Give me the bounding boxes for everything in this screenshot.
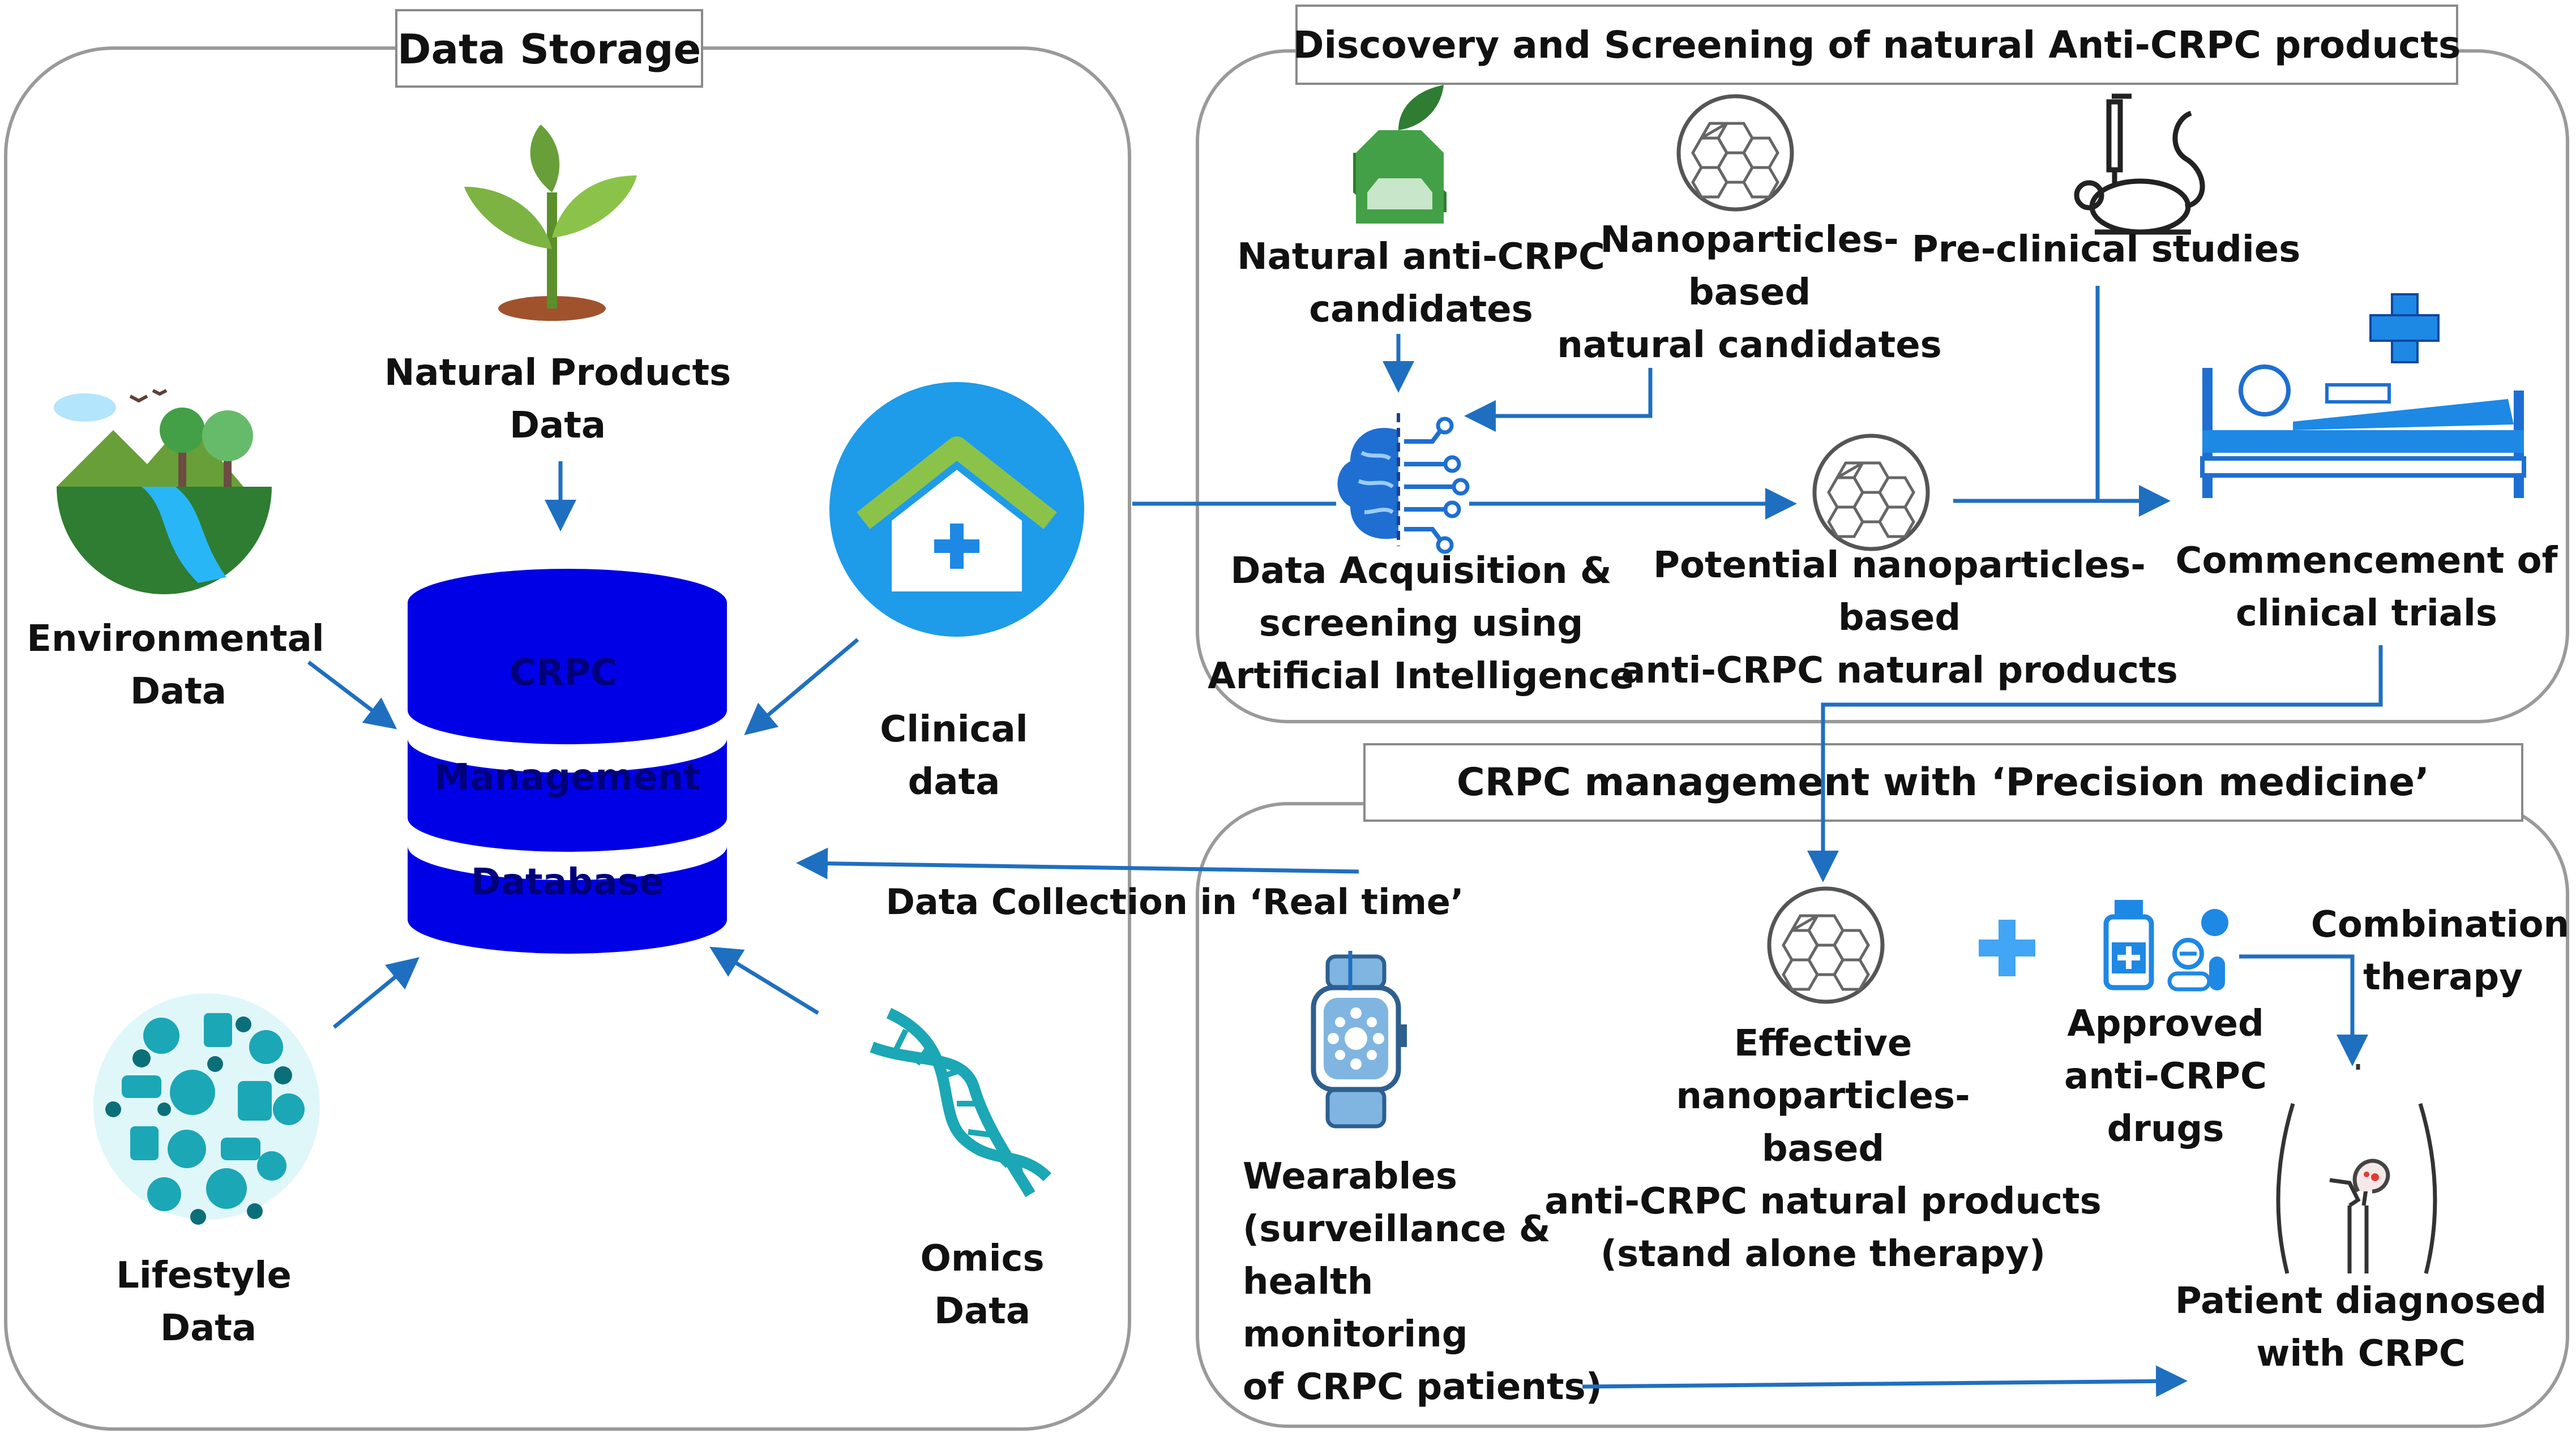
nano-candidates-label-3: natural candidates [1557, 324, 1941, 366]
natural-products-label-2: Data [510, 405, 606, 447]
flask-leaf-icon [1353, 85, 1447, 224]
approved-drugs-label-3: drugs [2107, 1108, 2224, 1150]
lifestyle-label-2: Data [160, 1307, 256, 1349]
approved-drugs-label-1: Approved [2067, 1003, 2264, 1045]
nano-candidates-label-2: based [1688, 272, 1811, 314]
patient-label-2: with CRPC [2256, 1333, 2466, 1375]
patient-icon [2276, 1064, 2437, 1274]
wearables-label-1: Wearables [1243, 1156, 1457, 1198]
storage-title: Data Storage [397, 25, 701, 73]
patient-label-1: Patient diagnosed [2175, 1280, 2547, 1322]
preclinical-label: Pre-clinical studies [1912, 229, 2301, 271]
dna-icon [870, 1007, 1052, 1198]
clinical-label-2: data [908, 761, 1000, 803]
discovery-title-box: Discovery and Screening of natural Anti-… [1293, 5, 2461, 85]
wearables-label-5: of CRPC patients) [1243, 1366, 1602, 1408]
omics-label-1: Omics [920, 1238, 1044, 1280]
discovery-arrows [1383, 286, 2383, 882]
database-label-management: Management [434, 757, 700, 799]
natural-products-label-1: Natural Products [384, 352, 731, 394]
nano-candidates-label-1: Nanoparticles- [1600, 219, 1898, 261]
clinical-trials-label-1: Commencement of [2176, 540, 2558, 582]
storage-title-box: Data Storage [395, 9, 703, 88]
effective-products-label-2: nanoparticles- [1676, 1075, 1970, 1117]
nanoparticle-icon-middle [1815, 436, 1928, 549]
combination-label-2: therapy [2363, 956, 2523, 998]
natural-candidates-label-1: Natural anti-CRPC [1237, 236, 1605, 278]
drugs-icon [2103, 900, 2228, 992]
management-arrows [1348, 951, 2368, 1397]
environmental-label-1: Environmental [27, 618, 324, 660]
ai-screening-label-1: Data Acquisition & [1230, 550, 1611, 592]
storage-arrows [307, 461, 1359, 1029]
effective-products-label-1: Effective [1734, 1023, 1912, 1065]
effective-products-label-5: (stand alone therapy) [1601, 1233, 2046, 1275]
plus-icon-bottom [1979, 920, 2035, 976]
discovery-title: Discovery and Screening of natural Anti-… [1293, 23, 2461, 67]
approved-drugs-label-2: anti-CRPC [2064, 1056, 2267, 1097]
nanoparticle-icon-bottom [1769, 889, 1882, 1002]
effective-products-label-4: anti-CRPC natural products [1544, 1181, 2101, 1222]
environment-icon [54, 389, 272, 594]
effective-products-label-3: based [1762, 1128, 1884, 1170]
wearables-label-4: monitoring [1243, 1314, 1468, 1356]
omics-label-2: Data [934, 1290, 1030, 1332]
nanoparticle-icon-top [1679, 96, 1792, 209]
lab-mouse-icon [2074, 93, 2205, 235]
potential-products-label-1: Potential nanoparticles- [1653, 544, 2146, 586]
management-title-box: CRPC management with ‘Precision medicine… [1363, 743, 2523, 822]
crpc-database [408, 569, 727, 954]
data-collection-label: Data Collection in ‘Real time’ [885, 881, 1464, 923]
lifestyle-label-1: Lifestyle [116, 1255, 292, 1297]
management-title: CRPC management with ‘Precision medicine… [1457, 760, 2429, 805]
potential-products-label-2: based [1838, 597, 1961, 639]
ai-screening-label-2: screening using [1259, 603, 1584, 645]
clinical-label-1: Clinical [880, 709, 1028, 750]
plant-icon [464, 125, 637, 321]
clinical-trials-label-2: clinical trials [2236, 593, 2497, 634]
plus-icon-top [2369, 293, 2440, 363]
house-medical-icon [829, 382, 1084, 637]
potential-products-label-3: anti-CRPC natural products [1621, 650, 2177, 692]
natural-candidates-label-2: candidates [1309, 289, 1533, 331]
wearables-label-2: (surveillance & [1243, 1208, 1551, 1250]
smartwatch-icon [1311, 954, 1407, 1129]
wearables-label-3: health [1243, 1261, 1373, 1303]
hospital-bed-icon [2200, 364, 2526, 498]
lifestyle-icon [93, 993, 320, 1225]
database-label-crpc: CRPC [510, 652, 617, 694]
ai-screening-label-3: Artificial Intelligence [1208, 655, 1634, 697]
database-label-database: Database [471, 861, 664, 903]
combination-label-1: Combination [2311, 904, 2569, 946]
brain-ai-icon [1337, 413, 1470, 554]
environmental-label-2: Data [130, 671, 226, 713]
